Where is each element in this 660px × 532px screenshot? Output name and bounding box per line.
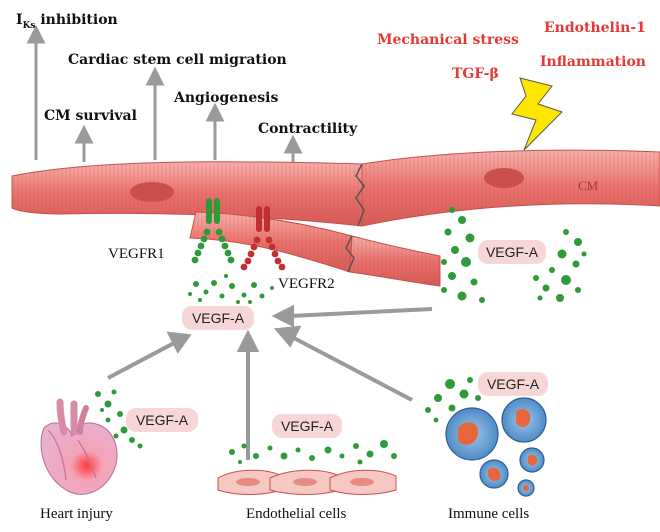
lightning-bolt-icon bbox=[511, 77, 563, 151]
vegf-dots-immune bbox=[425, 377, 481, 423]
cm-survival-arrowhead bbox=[74, 124, 94, 144]
endothelial-to-vegf-arrowhead bbox=[236, 329, 260, 352]
heart-to-vegf-arrowhead bbox=[166, 331, 192, 354]
contractility-arrowhead bbox=[283, 134, 303, 154]
vegf-tag-endothelial: VEGF-A bbox=[272, 414, 342, 438]
endothelial-cells bbox=[217, 469, 397, 495]
cm-nucleus-right bbox=[484, 168, 524, 188]
vegf-dots-cm bbox=[441, 207, 587, 303]
vegf-tag-center: VEGF-A bbox=[182, 306, 254, 330]
heart-icon bbox=[40, 398, 118, 495]
vegfr1-receptor bbox=[191, 198, 235, 264]
vegf-tag-immune: VEGF-A bbox=[478, 372, 548, 396]
vegf-tag-cm-text: VEGF-A bbox=[486, 244, 539, 260]
tgf-beta-label: TGF-β bbox=[452, 66, 499, 82]
mechanical-stress-label: Mechanical stress bbox=[377, 32, 519, 48]
iks-arrowhead bbox=[26, 24, 46, 44]
vegf-tag-heart-text: VEGF-A bbox=[136, 412, 189, 428]
vegfr1-label: VEGFR1 bbox=[108, 246, 165, 262]
intercalated-disc bbox=[355, 163, 365, 227]
cm-label: CM bbox=[578, 178, 599, 193]
inflammation-label: Inflammation bbox=[540, 54, 646, 70]
vegf-dots-endothelial bbox=[229, 440, 397, 465]
iks-inhibition-label: IKs inhibition bbox=[16, 12, 118, 31]
cm-to-vegf-arrow bbox=[289, 307, 433, 318]
stem-cell-migration-label: Cardiac stem cell migration bbox=[68, 52, 287, 68]
angiogenesis-label: Angiogenesis bbox=[173, 90, 278, 106]
cm-nucleus-left bbox=[130, 182, 174, 202]
vegf-tag-cm: VEGF-A bbox=[478, 240, 546, 264]
vegf-tag-center-text: VEGF-A bbox=[192, 310, 245, 326]
cardiomyocyte-fibers bbox=[11, 149, 660, 287]
cm-survival-label: CM survival bbox=[44, 108, 137, 124]
cm-to-vegf-arrowhead bbox=[271, 304, 294, 328]
endothelial-cells-label: Endothelial cells bbox=[246, 506, 347, 522]
vegf-tag-heart: VEGF-A bbox=[126, 408, 198, 432]
contractility-label: Contractility bbox=[258, 121, 358, 137]
endothelin-label: Endothelin-1 bbox=[544, 20, 646, 36]
angiogenesis-arrowhead bbox=[205, 102, 225, 122]
immune-cells-label: Immune cells bbox=[448, 506, 529, 522]
signal-arrows bbox=[107, 304, 433, 460]
heart-to-vegf-arrow bbox=[107, 340, 177, 380]
vegfr2-label: VEGFR2 bbox=[278, 276, 335, 292]
vegf-tag-endothelial-text: VEGF-A bbox=[281, 418, 334, 434]
stem-cell-arrowhead bbox=[145, 66, 165, 86]
heart-injury-label: Heart injury bbox=[40, 506, 113, 522]
immune-cells bbox=[445, 397, 547, 497]
vegfr2-receptor bbox=[240, 206, 286, 271]
effect-arrows bbox=[26, 24, 303, 162]
vegf-dots-receptors bbox=[188, 274, 274, 304]
vegf-tag-immune-text: VEGF-A bbox=[487, 376, 540, 392]
immune-to-vegf-arrowhead bbox=[273, 325, 302, 348]
immune-to-vegf-arrow bbox=[289, 334, 413, 402]
vegf-dots-heart bbox=[95, 389, 143, 449]
